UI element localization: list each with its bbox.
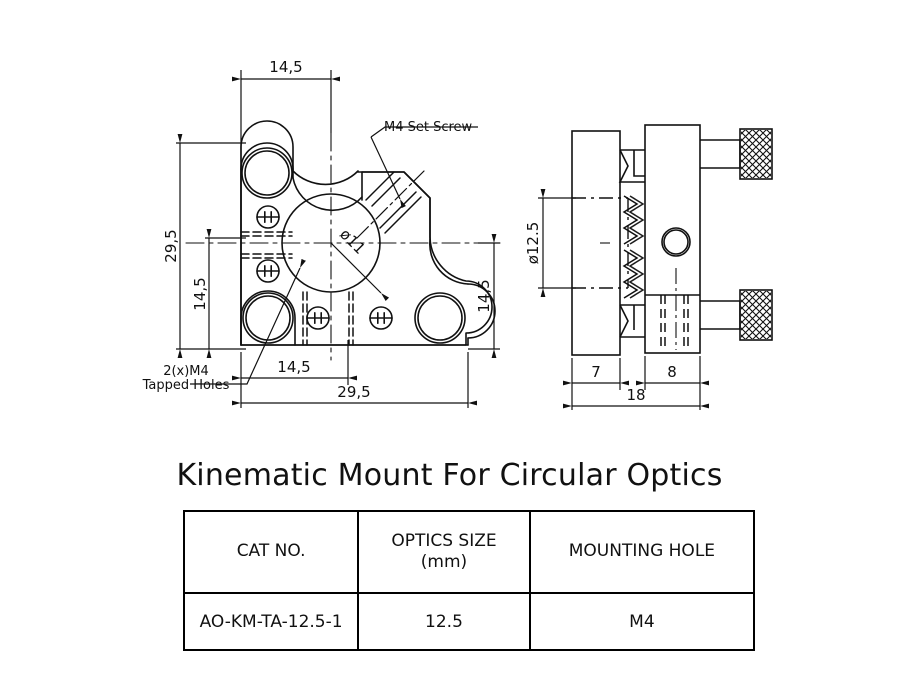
adjuster-lower xyxy=(700,289,773,341)
set-screw-threads xyxy=(365,171,422,234)
dim-bottom-inner-width: 14,5 xyxy=(277,358,310,376)
header-optics-size-line2: (mm) xyxy=(420,552,468,572)
header-cat-no-label: CAT NO. xyxy=(236,541,306,562)
header-cat-no: CAT NO. xyxy=(182,510,360,594)
side-center-screw xyxy=(661,227,691,257)
spring-upper xyxy=(622,195,645,245)
cell-cat-no: AO-KM-TA-12.5-1 xyxy=(182,592,360,651)
header-mounting-hole: MOUNTING HOLE xyxy=(528,510,756,594)
side-view-dimensions xyxy=(538,189,709,410)
note-tapped-holes-line2: Tapped Holes xyxy=(142,378,230,393)
spring-lower xyxy=(622,249,645,299)
dim-right-height: 14,5 xyxy=(475,279,493,312)
page-title: Kinematic Mount For Circular Optics xyxy=(176,458,723,493)
side-centerlines xyxy=(600,242,677,350)
dim-overall-depth: 18 xyxy=(626,386,645,404)
hidden-thread-lines xyxy=(660,295,689,348)
front-centerlines xyxy=(185,132,501,361)
front-view-dimensions xyxy=(176,70,500,408)
dim-bottom-width: 29,5 xyxy=(337,383,370,401)
technical-drawing-svg: 14,5 29,5 14,5 14,5 14,5 29,5 ø11 M4 Set… xyxy=(142,58,773,410)
header-mounting-hole-label: MOUNTING HOLE xyxy=(568,541,716,562)
specification-table: CAT NO. OPTICS SIZE (mm) MOUNTING HOLE A… xyxy=(182,510,756,651)
cell-mounting-hole: M4 xyxy=(528,592,756,651)
dim-top-width: 14,5 xyxy=(269,58,302,76)
dim-left-inner-height: 14,5 xyxy=(191,277,209,310)
set-screw-axis xyxy=(356,170,425,239)
mounting-hole-bottom-left xyxy=(240,290,296,346)
adjuster-upper xyxy=(700,128,773,180)
pivot-contact-lower xyxy=(619,304,645,338)
dim-left-height: 29,5 xyxy=(162,229,180,262)
dim-optic-bore: ø12.5 xyxy=(524,222,542,265)
dim-rear-plate: 8 xyxy=(667,363,677,381)
hidden-tapped-holes xyxy=(240,231,293,259)
mounting-hole-top-left xyxy=(241,147,293,199)
hidden-optic-bore xyxy=(572,197,629,289)
pivot-contact-upper xyxy=(618,149,645,183)
mounting-hole-bottom-right xyxy=(414,292,466,344)
side-view-dimension-texts: ø12.5 7 8 18 xyxy=(524,222,677,404)
table-row: AO-KM-TA-12.5-1 12.5 M4 xyxy=(182,592,756,651)
front-view-notes: M4 Set Screw 2(x)M4 Tapped Holes xyxy=(142,120,473,393)
side-view-body xyxy=(571,124,773,356)
hidden-bottom-slot xyxy=(302,291,354,346)
header-optics-size-line1: OPTICS SIZE xyxy=(391,530,497,551)
dim-front-plate: 7 xyxy=(591,363,601,381)
knurled-knob-fills xyxy=(741,130,771,339)
front-adjuster-screws xyxy=(256,205,393,330)
note-set-screw: M4 Set Screw xyxy=(384,120,473,135)
cell-optics-size: 12.5 xyxy=(357,592,531,651)
table-header-row: CAT NO. OPTICS SIZE (mm) MOUNTING HOLE xyxy=(182,510,756,594)
header-optics-size: OPTICS SIZE (mm) xyxy=(357,510,531,594)
note-tapped-holes-line1: 2(x)M4 xyxy=(163,364,209,379)
